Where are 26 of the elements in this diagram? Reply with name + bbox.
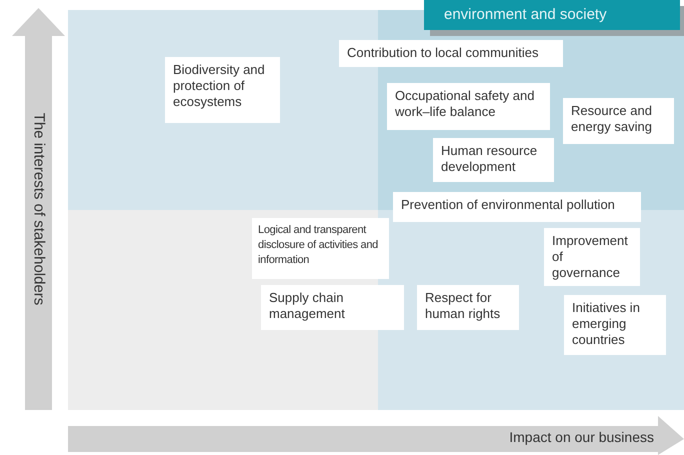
axis-label: The interests of stakeholders bbox=[30, 112, 48, 306]
topic-box bbox=[252, 218, 389, 279]
topic-box bbox=[417, 285, 519, 330]
topic-text: Biodiversity and protection of ecosystems bbox=[173, 62, 266, 110]
topic-box bbox=[339, 40, 563, 67]
topic-text: Respect for human rights bbox=[425, 290, 502, 322]
axis-label: Impact on our business bbox=[509, 429, 654, 445]
topic-text: Logical and transparent disclosure of activities and information bbox=[258, 223, 379, 268]
topic-box bbox=[433, 138, 554, 182]
topic-text: Supply chain management bbox=[269, 290, 346, 322]
topic-text: Prevention of environmental pollution bbox=[401, 197, 616, 213]
topic-text: Occupational safety and work–life balance bbox=[395, 88, 536, 120]
topic-box bbox=[387, 83, 550, 130]
topic-text: Human resource development bbox=[441, 143, 538, 175]
topic-box bbox=[393, 192, 641, 222]
topic-box bbox=[563, 98, 674, 144]
topic-text: Improvement of governance bbox=[552, 233, 629, 281]
topic-text: Initiatives in emerging countries bbox=[572, 300, 641, 348]
topic-text: Resource and energy saving bbox=[571, 103, 653, 135]
category-header bbox=[424, 0, 680, 30]
topic-box bbox=[564, 295, 666, 355]
topic-box bbox=[544, 228, 640, 286]
topic-box bbox=[165, 57, 280, 123]
topic-box bbox=[261, 285, 404, 330]
topic-text: Contribution to local communities bbox=[347, 45, 540, 61]
topic-text: environment and society bbox=[444, 5, 608, 25]
